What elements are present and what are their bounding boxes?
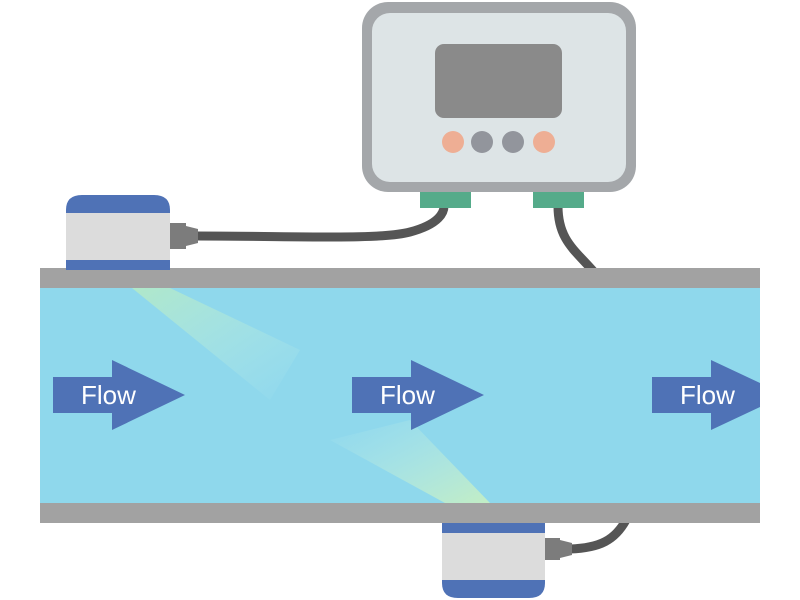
flow-arrow: Flow [53, 360, 185, 430]
meter-button [502, 131, 524, 153]
pipe-wall-bottom [40, 503, 760, 523]
meter-button [442, 131, 464, 153]
ultrasonic-beam-bottom [330, 420, 490, 503]
flow-meter [362, 2, 636, 208]
pipe-wall-top [40, 268, 760, 288]
sensor-cable-bottom [569, 517, 630, 554]
ultrasonic-beam-top [132, 288, 300, 400]
sensor-top [66, 195, 198, 270]
flow-label: Flow [380, 380, 435, 410]
flow-label: Flow [680, 380, 735, 410]
sensor-cable-top [195, 205, 449, 242]
flow-label: Flow [81, 380, 136, 410]
meter-screen [435, 44, 562, 118]
pipe-cable [553, 205, 598, 275]
meter-button [533, 131, 555, 153]
connector-left [420, 192, 471, 208]
flow-arrow: Flow [652, 360, 760, 430]
flow-arrow: Flow [352, 360, 484, 430]
meter-button [471, 131, 493, 153]
connector-right [533, 192, 584, 208]
sensor-bottom [442, 523, 572, 598]
